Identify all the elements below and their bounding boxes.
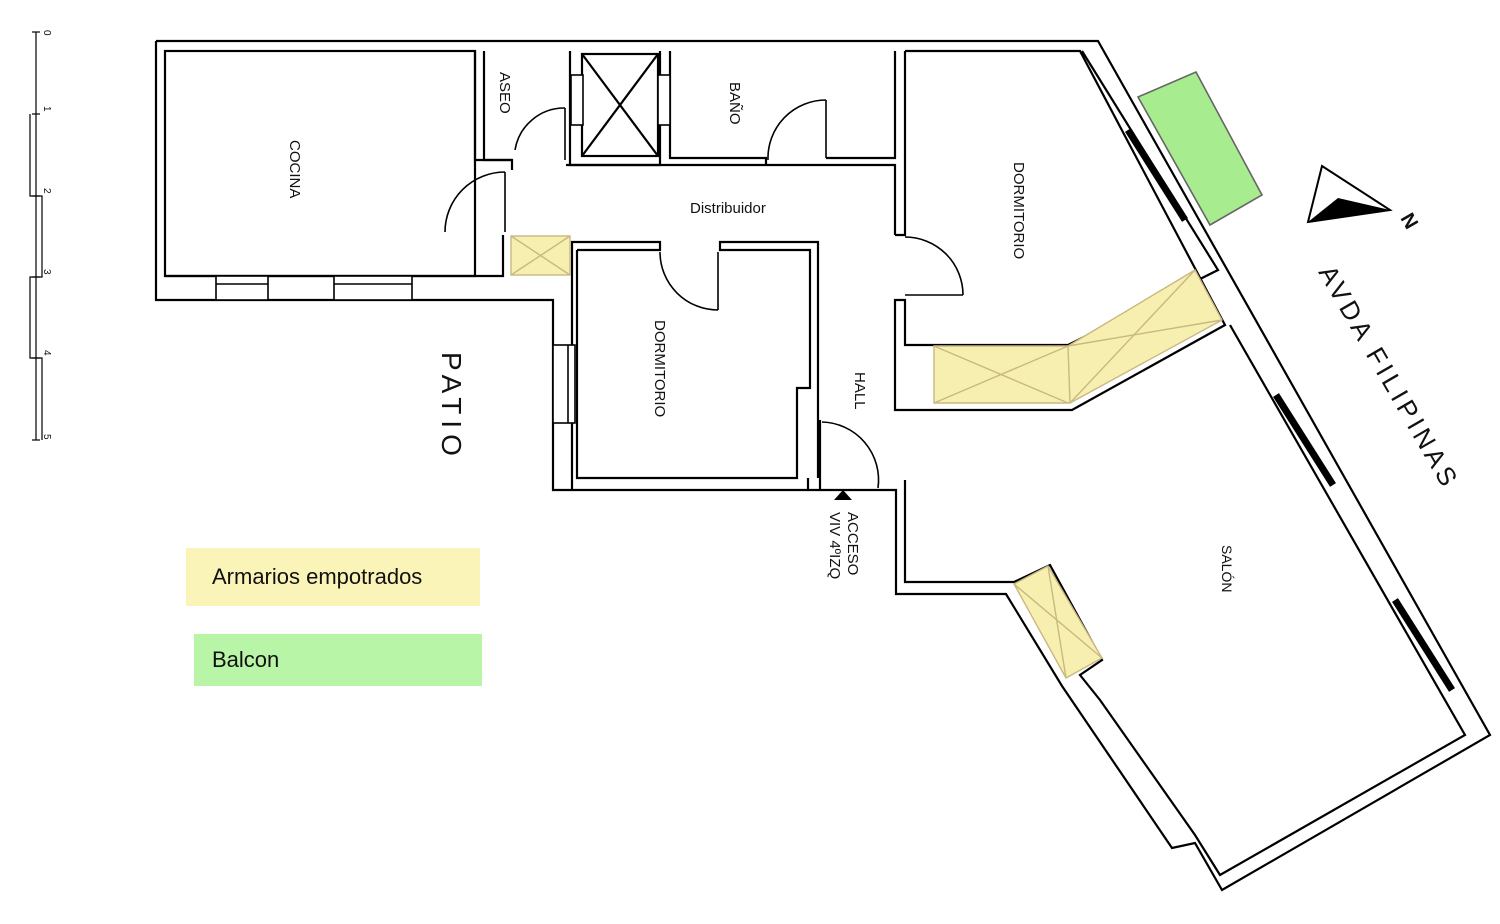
- kitchen-window-1: [215, 275, 269, 301]
- bedroom-right-door-swing: [904, 236, 964, 296]
- label-aseo: ASEO: [496, 72, 513, 114]
- north-label: N: [1396, 210, 1422, 234]
- legend-balcony-label: Balcon: [212, 647, 280, 672]
- scale-tick-5: 5: [41, 434, 52, 440]
- kitchen-window-2: [333, 275, 413, 301]
- label-distribuidor: Distribuidor: [690, 200, 766, 217]
- shaft-window-left: [570, 74, 584, 126]
- bedroom-center-window: [552, 344, 576, 424]
- salon-walls: [903, 324, 1467, 877]
- entrance-door-swing: [821, 421, 880, 489]
- scale-tick-3: 3: [41, 269, 52, 275]
- distribuidor-wall: [566, 163, 897, 235]
- salon-window-1: [1273, 393, 1336, 487]
- kitchen-walls: [163, 49, 477, 278]
- bathroom-door-swing: [767, 99, 827, 161]
- bedroom-right-door-wall: [895, 51, 907, 237]
- shaft-window-right: [657, 74, 671, 126]
- kitchen-patio-wall: [165, 235, 505, 278]
- label-dormitorio-center: DORMITORIO: [651, 320, 668, 417]
- label-dormitorio-right: DORMITORIO: [1010, 162, 1027, 259]
- wardrobe-distribuidor: [510, 235, 571, 276]
- label-acceso: ACCESO: [844, 512, 861, 575]
- salon-window-2: [1392, 598, 1455, 692]
- bedroom-center-inner: [575, 240, 820, 480]
- bedroom-center-walls: [570, 240, 662, 490]
- wardrobe-bedroom: [933, 269, 1223, 404]
- label-bano: BAÑO: [726, 82, 743, 125]
- legend-wardrobes: Armarios empotrados: [186, 548, 480, 606]
- legend-wardrobes-label: Armarios empotrados: [212, 564, 423, 589]
- north-arrow-icon: [1306, 164, 1393, 224]
- wardrobe-salon: [1013, 565, 1103, 679]
- exterior-wall: [154, 39, 1492, 892]
- balcony-area: [1136, 70, 1264, 227]
- access-arrow-icon: [834, 490, 852, 500]
- bedroom-right-window: [1125, 128, 1188, 222]
- bathroom-right-wall: [826, 51, 897, 160]
- aseo-door-swing: [514, 107, 566, 151]
- aseo-walls: [482, 51, 514, 170]
- label-street: AVDA FILIPINAS: [1313, 260, 1466, 495]
- kitchen-door-swing: [444, 171, 506, 233]
- label-cocina: COCINA: [286, 140, 303, 198]
- bathroom-walls: [668, 51, 768, 165]
- label-patio: PATIO: [436, 352, 467, 462]
- label-acceso-viv: VIV 4ºIZQ: [826, 512, 843, 579]
- scale-tick-2: 2: [41, 188, 52, 194]
- scale-tick-4: 4: [41, 350, 52, 356]
- scale-tick-0: 0: [41, 30, 52, 36]
- label-salon: SALÓN: [1219, 545, 1235, 592]
- bedroom-center-door-swing: [659, 251, 719, 311]
- legend-balcony: Balcon: [194, 634, 482, 686]
- scale-tick-1: 1: [41, 106, 52, 112]
- scale-bar: [29, 31, 43, 441]
- label-hall: HALL: [851, 372, 868, 410]
